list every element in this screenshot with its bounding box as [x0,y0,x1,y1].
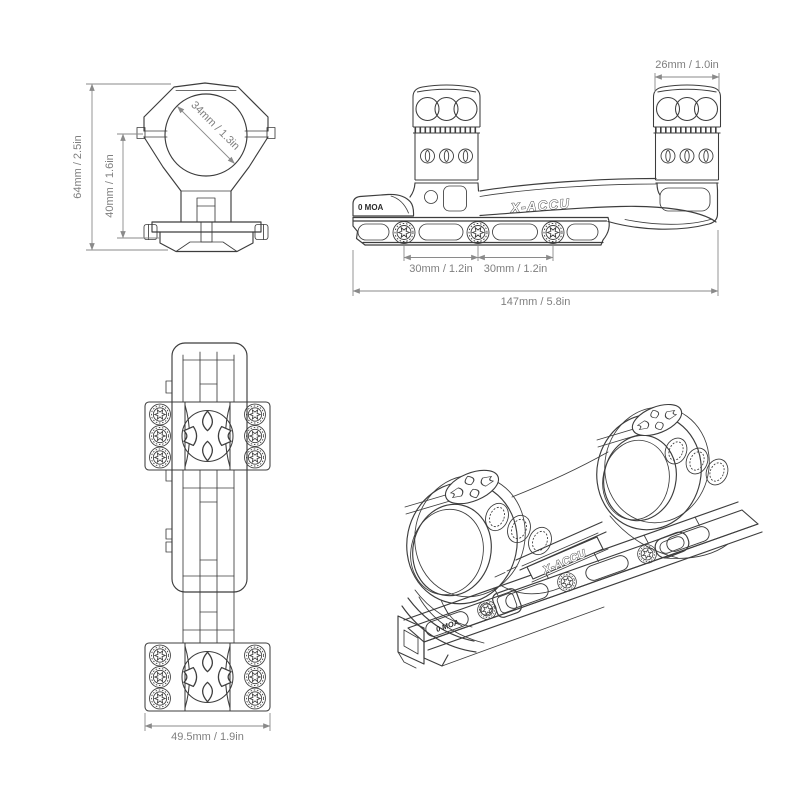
top-rear-ring-clamp [145,643,270,711]
front-view: 64mm / 2.5in 40mm / 1.6in 34mm / 1.3in [72,82,276,253]
side-rail-base [352,216,610,246]
side-rear-ring [654,85,721,212]
perspective-arm: X-ACCU [494,451,609,595]
dim-clamp-width-label: 49.5mm / 1.9in [171,731,244,743]
dim-overall-length-label: 147mm / 5.8in [501,296,571,308]
side-view: 0 MOA X-ACCU 26mm / 1.0in [352,59,721,308]
front-ring-body [136,82,276,223]
front-rail-clamp [143,221,269,253]
side-front-ring [409,85,480,212]
dim-ring-cap-width-label: 26mm / 1.0in [655,59,719,71]
dim-total-height-label: 64mm / 2.5in [72,135,84,199]
top-front-ring-clamp [145,402,270,470]
top-view: 49.5mm / 1.9in [144,342,271,743]
perspective-rear-ring [596,402,733,559]
dim-screw-spacing-front-label: 30mm / 1.2in [409,263,473,275]
perspective-view: 0 MOA [397,402,763,669]
dim-screw-spacing-rear-label: 30mm / 1.2in [484,263,548,275]
side-brand-label: X-ACCU [509,196,571,216]
side-dimensions: 26mm / 1.0in 30mm / 1.2in 30mm / 1.2in 1… [352,59,720,308]
side-moa-plate: 0 MOA [352,193,415,217]
top-rail [165,342,248,644]
dim-center-height-label: 40mm / 1.6in [104,154,116,218]
side-cantilever-arm: X-ACCU [479,177,719,230]
top-dimensions: 49.5mm / 1.9in [144,713,271,743]
side-moa-label: 0 MOA [358,203,384,212]
perspective-front-ring [404,467,556,644]
perspective-rail [397,501,763,669]
